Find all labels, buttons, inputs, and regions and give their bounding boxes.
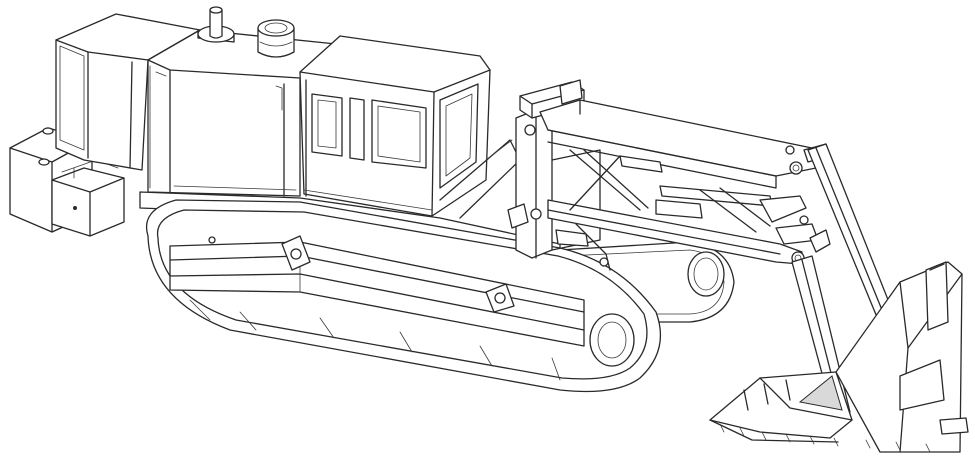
boom-mount <box>507 79 601 259</box>
lower-linkage <box>547 149 831 271</box>
rear-hood <box>55 13 201 171</box>
engine-hood <box>147 29 337 197</box>
exhaust-stack <box>197 6 235 43</box>
boom-arm <box>539 99 831 189</box>
operator-cab <box>299 35 491 217</box>
battery-box <box>51 159 125 237</box>
air-cleaner <box>257 19 295 58</box>
track-near <box>146 199 662 393</box>
plow-blade <box>709 261 969 453</box>
